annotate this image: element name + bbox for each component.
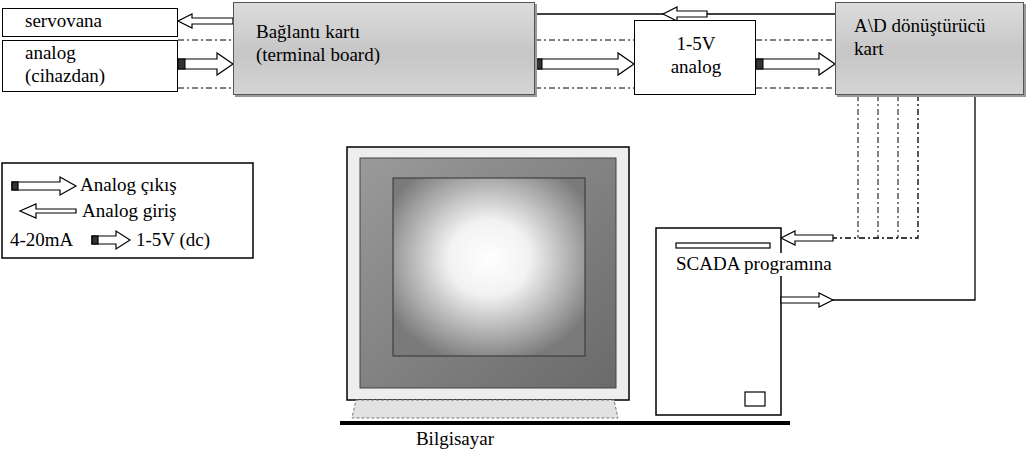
signal-arrow (781, 95, 918, 245)
signal-arrow (178, 14, 233, 28)
signal-arrow (535, 53, 634, 75)
signal-label: 4-20mA (10, 229, 73, 252)
node-text: servovana (25, 10, 165, 33)
legend-text: Analog giriş (82, 200, 176, 223)
monitor (340, 147, 790, 425)
ad-card: A\D dönüştürücü kart (835, 2, 1024, 95)
signal-arrow (756, 53, 835, 75)
device-box: analog (cihazdan) (2, 40, 178, 92)
node-text: Bilgisayar (400, 428, 510, 451)
node-text: 1-5V analog (663, 33, 729, 79)
computer: Bilgisayar (340, 145, 781, 454)
node-text: analog (cihazdan) (25, 42, 125, 88)
legend-text: Analog çıkış (80, 174, 177, 197)
device-box: servovana (2, 8, 178, 37)
signal-arrow (178, 53, 233, 75)
converter-box: 1-5V analog (634, 20, 756, 95)
signal-arrow (535, 7, 835, 21)
legend-box (2, 163, 253, 258)
signal-label: 1-5V (dc) (136, 229, 210, 252)
node-text: A\D dönüştürücü kart (854, 15, 1014, 61)
terminal-board: Bağlantı kartı (terminal board) (233, 2, 535, 95)
signal-label: SCADA programına (674, 253, 834, 276)
node-text: Bağlantı kartı (terminal board) (256, 21, 426, 67)
